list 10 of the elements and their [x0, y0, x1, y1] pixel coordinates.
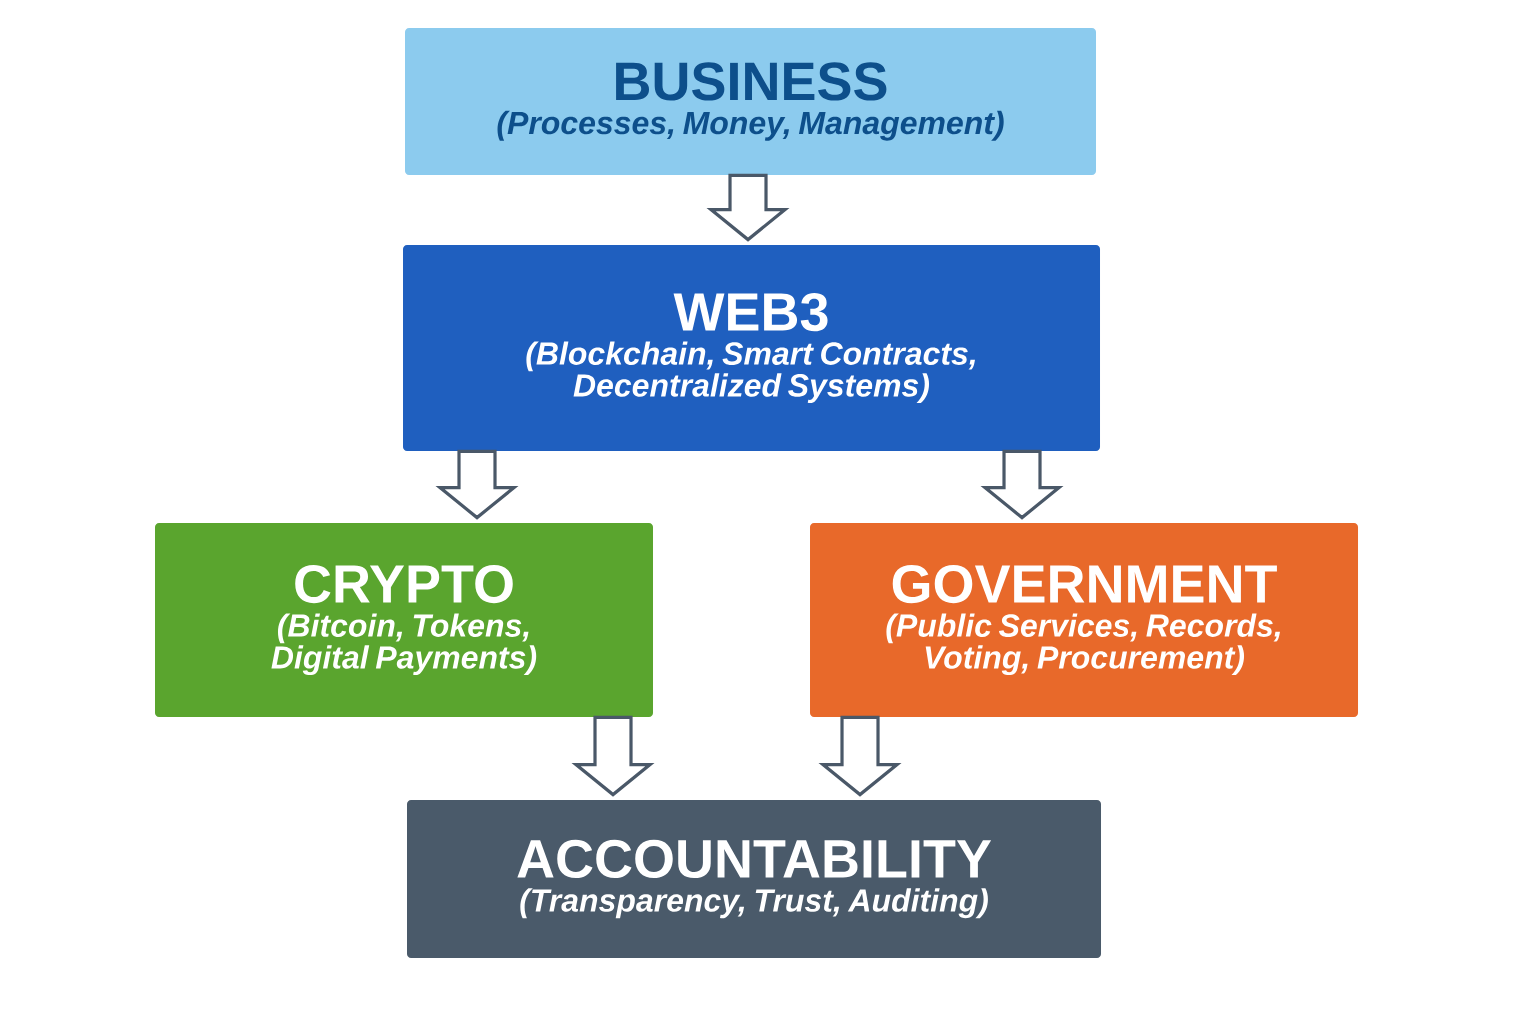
process-box: BUSINESS (Processes, Money, Management) [405, 28, 1096, 175]
process-box: GOVERNMENT (Public Services, Records, Voting, Procurement) [810, 523, 1358, 717]
block-arrow [571, 715, 655, 797]
block-arrow [980, 449, 1064, 520]
process-box: WEB3 (Blockchain, Smart Contracts, Decentralized Systems) [403, 245, 1100, 451]
block-arrow [706, 173, 790, 242]
process-box: ACCOUNTABILITY (Transparency, Trust, Auditing) [407, 800, 1101, 958]
block-arrow [435, 449, 519, 520]
process-box: CRYPTO (Bitcoin, Tokens, Digital Payments) [155, 523, 653, 717]
block-arrow [818, 715, 902, 797]
